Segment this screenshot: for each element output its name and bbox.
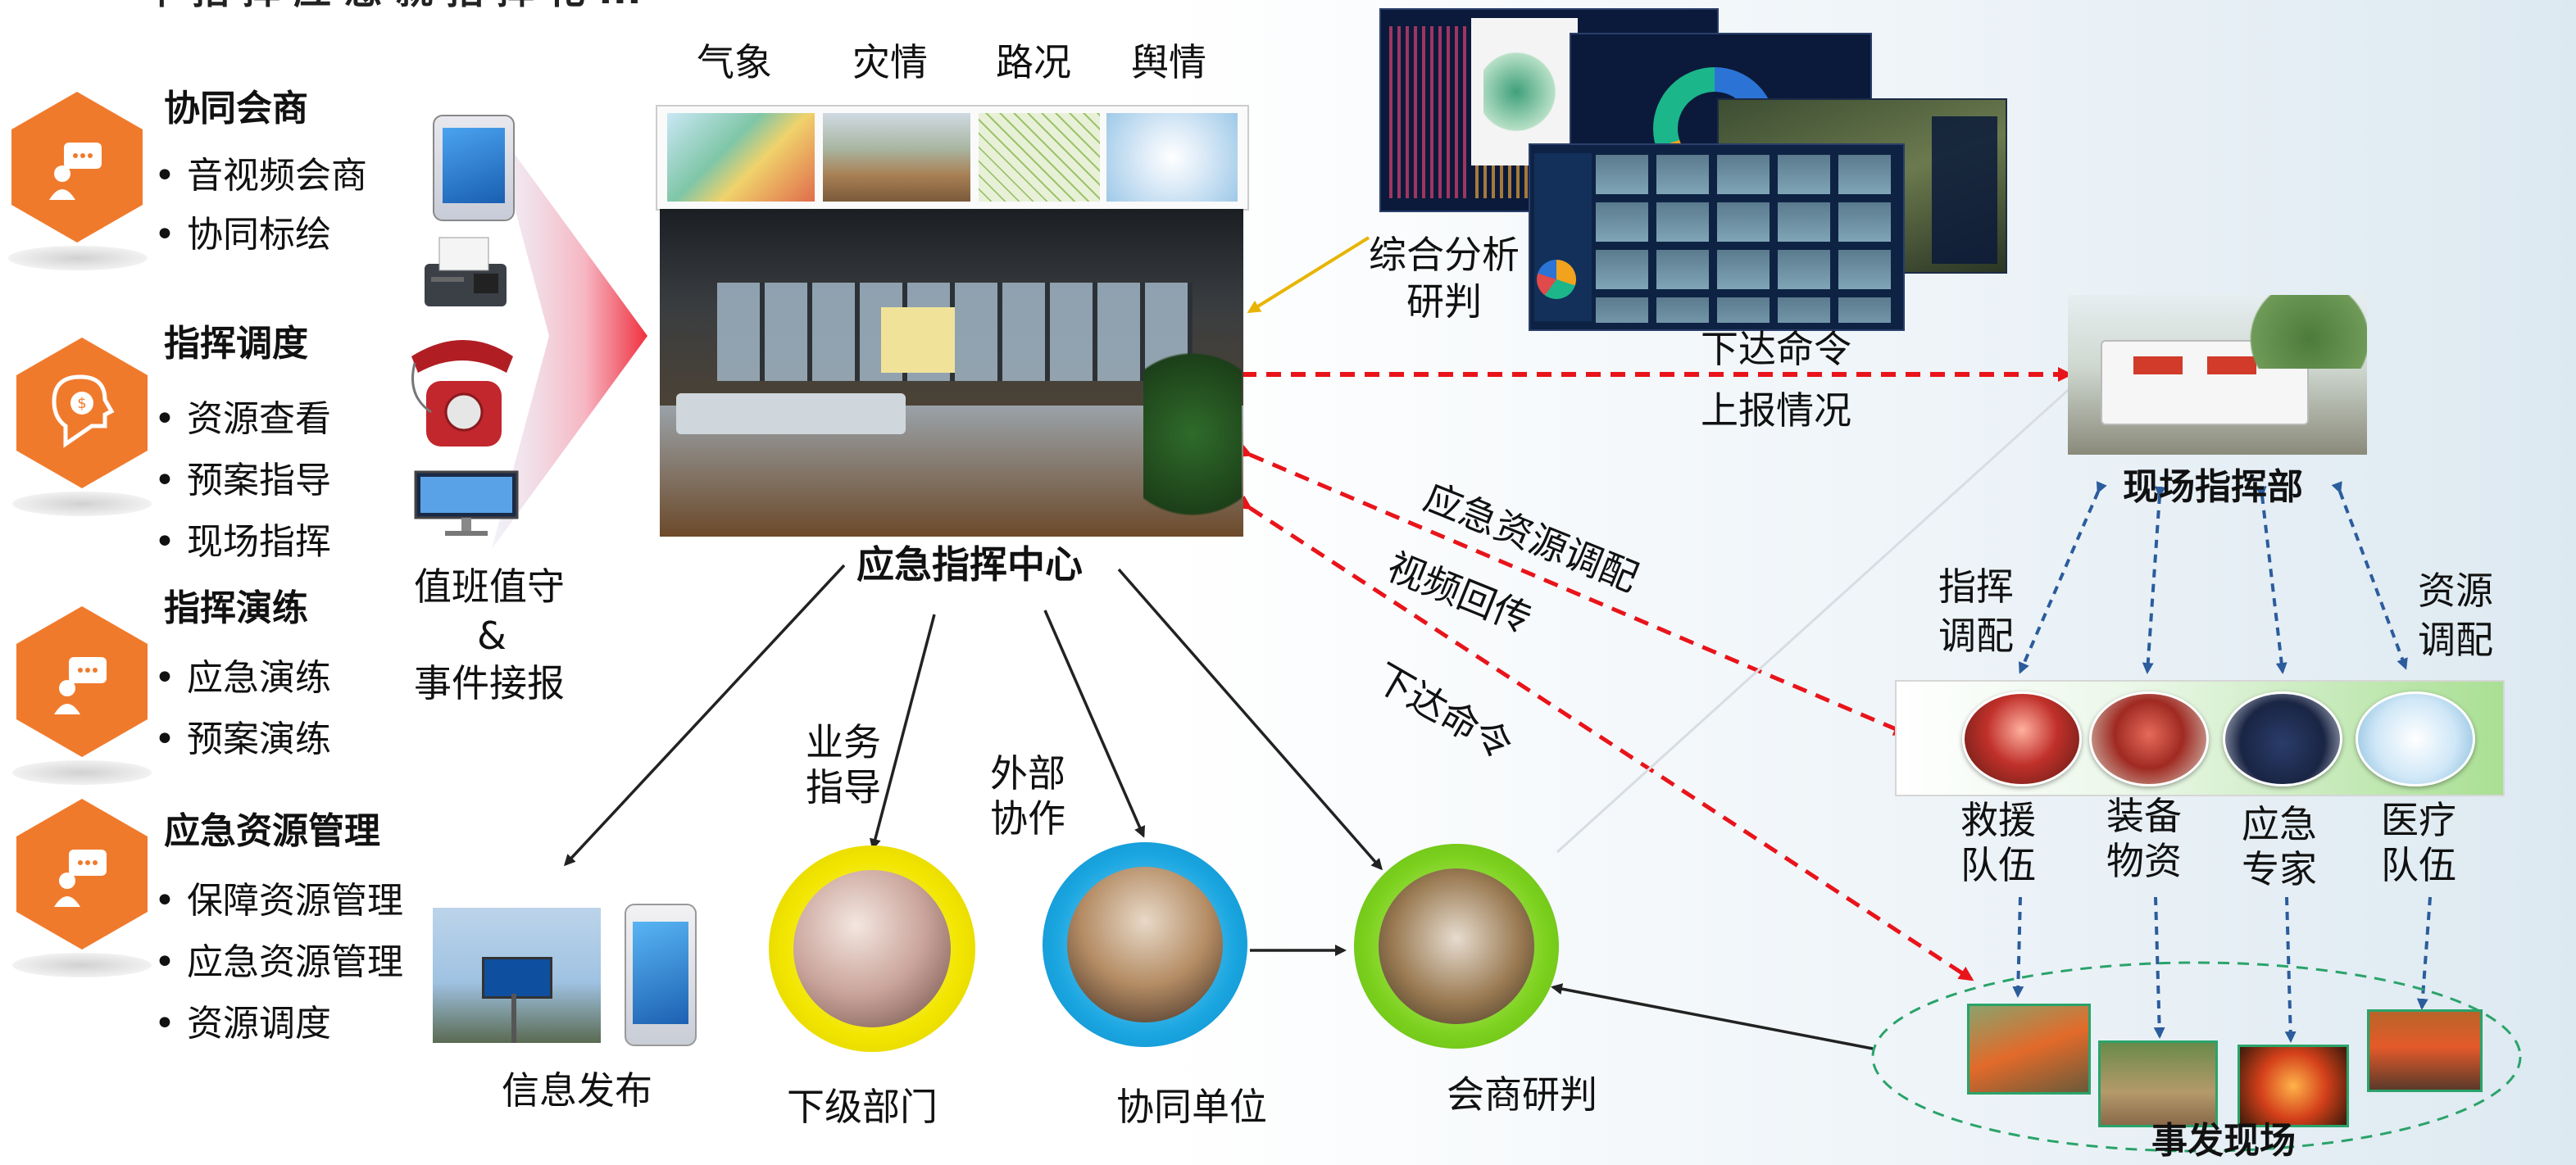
team-label: 物资 (2106, 839, 2182, 883)
tab-disaster: 灾情 (852, 40, 928, 84)
chat-person-icon (16, 606, 148, 757)
biz-guide-label: 业务 (806, 720, 881, 764)
side-label: 调配 (2418, 618, 2493, 662)
coop-unit-label: 协同单位 (1116, 1085, 1267, 1129)
field-hq-title: 现场指挥部 (2123, 466, 2303, 508)
analysis-label: 研判 (1406, 279, 1482, 324)
resource-dispatch-link (1236, 443, 1909, 736)
arrow-consult (1117, 568, 1383, 871)
cmd-up-label: 上报情况 (1701, 388, 1851, 433)
info-strip (656, 105, 1249, 211)
team-label: 专家 (2242, 847, 2317, 891)
team-label: 救援 (1960, 798, 2036, 842)
info-release-label: 信息发布 (502, 1068, 652, 1113)
traffic-map-image (979, 113, 1100, 202)
analysis-arrow (1247, 236, 1370, 314)
bullet-item: • 现场指挥 (154, 521, 331, 563)
center-title: 应急指挥中心 (856, 542, 1083, 587)
equipment-photo (2089, 691, 2209, 786)
teams-strip (1895, 680, 2505, 796)
ext-collab-label: 外部 (990, 751, 1065, 796)
bullet-item: • 保障资源管理 (154, 880, 403, 922)
bullet-item: • 应急资源管理 (154, 941, 403, 983)
analysis-label: 综合分析 (1369, 233, 1520, 277)
bullet-item: • 协同标绘 (154, 214, 331, 256)
province-map-image (1471, 18, 1578, 165)
experts-photo (2223, 691, 2342, 786)
consult-label: 会商研判 (1447, 1072, 1597, 1117)
ext-collab-label: 协作 (990, 796, 1065, 841)
command-center-photo (660, 209, 1243, 537)
tab-opinion: 舆情 (1131, 40, 1206, 84)
arrow-scene-consult (1551, 983, 1874, 1050)
analysis-screen-bars (1379, 8, 1719, 212)
bullet-item: • 资源调度 (154, 1003, 331, 1045)
team-label: 装备 (2106, 794, 2182, 838)
section-title: 应急资源管理 (164, 810, 380, 852)
page-title-partial: 一 年 指 挥 应 急 就 指 挥 化 ... (90, 0, 642, 12)
tab-weather: 气象 (697, 40, 772, 84)
field-hq-photo (2068, 295, 2367, 455)
scene-title: 事发现场 (2151, 1120, 2296, 1162)
scene-photo (2238, 1045, 2349, 1127)
bullet-item: • 预案指导 (154, 460, 331, 501)
team-label: 应急 (2242, 802, 2317, 846)
duty-label: 事件接报 (414, 661, 565, 705)
scene-photo (2098, 1040, 2218, 1127)
medical-team-photo (2356, 691, 2475, 786)
scene-ellipse (1871, 961, 2522, 1153)
section-title: 协同会商 (164, 88, 308, 129)
section-title: 指挥调度 (164, 323, 308, 365)
arrow-coop-unit (1043, 610, 1146, 838)
team-label: 队伍 (2381, 843, 2456, 887)
rescue-team-photo (1962, 691, 2082, 786)
flood-image (823, 113, 970, 202)
tab-traffic: 路况 (996, 40, 1071, 84)
cmd-down-label: 下达命令 (1701, 327, 1851, 371)
svg-text:$: $ (77, 395, 86, 412)
arrow-info-release (563, 564, 846, 867)
sub-dept-ring (769, 845, 975, 1052)
duty-label: 值班值守 (414, 564, 565, 609)
billboard-photo (433, 908, 601, 1043)
consult-ring (1354, 844, 1559, 1049)
bullet-item: • 资源查看 (154, 398, 331, 440)
mobile-phone-icon (433, 115, 515, 221)
scene-photo (1967, 1004, 2091, 1095)
smartphone-icon (625, 904, 697, 1046)
arrow-sub-dept (870, 614, 936, 850)
duty-amp: & (477, 614, 507, 658)
bullet-item: • 预案演练 (154, 718, 331, 760)
bullet-item: • 应急演练 (154, 657, 331, 699)
bullet-item: • 音视频会商 (154, 155, 367, 197)
desk-phone-icon (402, 324, 523, 459)
command-scene-link (1236, 495, 1974, 981)
weather-map-image (667, 113, 815, 202)
sub-dept-label: 下级部门 (787, 1085, 938, 1129)
coop-unit-ring (1043, 842, 1247, 1047)
side-label: 资源 (2418, 569, 2493, 613)
side-label: 调配 (1938, 614, 2014, 658)
scene-photo (2367, 1009, 2483, 1092)
fax-machine-icon (416, 231, 515, 313)
team-label: 医疗 (2381, 798, 2456, 842)
side-label: 指挥 (1938, 564, 2014, 609)
monitor-icon (414, 469, 519, 542)
team-label: 队伍 (1960, 843, 2036, 887)
analysis-screen-grid (1529, 143, 1905, 331)
merge-arrow (492, 123, 647, 549)
section-title: 指挥演练 (164, 587, 308, 629)
opinion-image (1106, 113, 1238, 202)
biz-guide-label: 指导 (806, 765, 881, 809)
